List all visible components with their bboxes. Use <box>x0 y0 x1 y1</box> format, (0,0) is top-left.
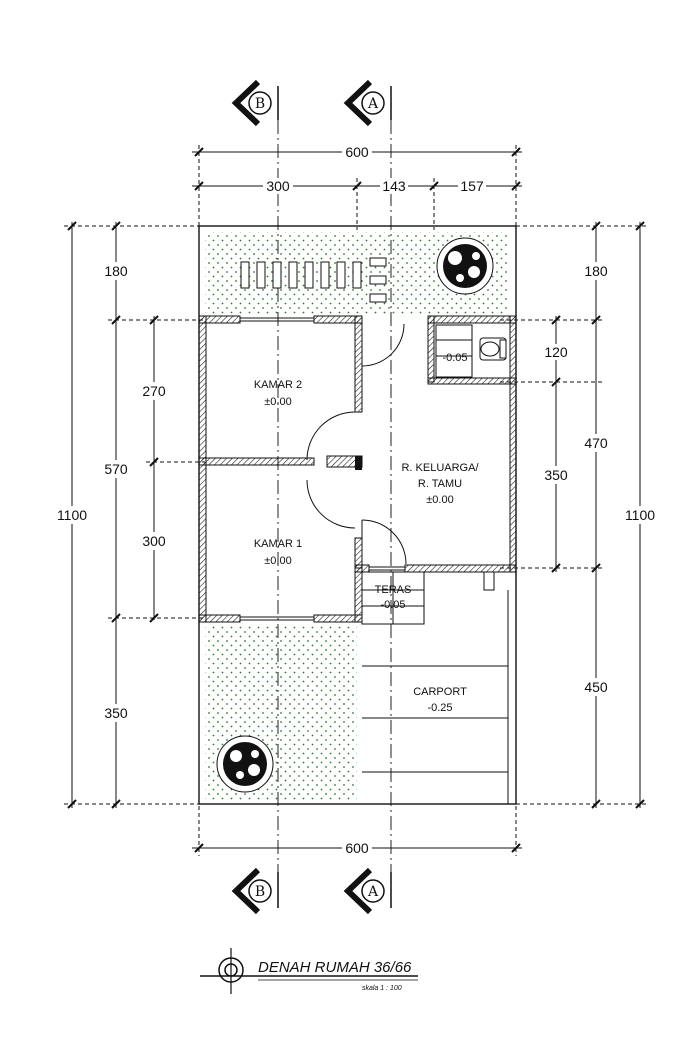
section-marker-b-top: B <box>231 79 279 127</box>
section-a-label: A <box>367 96 379 112</box>
dim-left-back-garden: 350 <box>104 705 128 721</box>
section-marker-a-bottom: A <box>343 867 392 915</box>
section-b-label-bottom: B <box>255 884 265 900</box>
room-carport-level: -0.25 <box>427 702 452 714</box>
dim-right-living-wide: 470 <box>584 435 608 451</box>
dim-right-carport: 450 <box>584 679 608 695</box>
room-living-label-1: R. KELUARGA/ <box>401 462 479 474</box>
dim-left-front-garden: 180 <box>104 263 128 279</box>
room-kamar-2-level: ±0.00 <box>264 396 291 408</box>
title-block <box>200 948 418 994</box>
room-living-label-2: R. TAMU <box>418 478 462 490</box>
section-b-label: B <box>255 96 265 112</box>
drawing-scale: skala 1 : 100 <box>362 985 402 992</box>
walls <box>198 315 517 623</box>
room-teras-level: -0.05 <box>380 599 405 611</box>
room-teras-label: TERAS <box>375 584 412 596</box>
tree-icon <box>436 237 494 295</box>
room-living-level: ±0.00 <box>426 494 453 506</box>
wall-stub <box>326 455 363 468</box>
dim-right-total: 1100 <box>625 507 655 523</box>
section-marker-a-top: A <box>343 79 392 127</box>
pillar <box>483 571 495 591</box>
room-kamar-2-label: KAMAR 2 <box>254 379 302 391</box>
room-kamar-1-level: ±0.00 <box>264 555 291 567</box>
dim-bottom-total: 600 <box>345 840 369 856</box>
toilet-icon <box>479 337 507 361</box>
windows <box>240 317 405 621</box>
dim-left-total: 1100 <box>57 507 87 523</box>
section-a-label-bottom: A <box>367 884 379 900</box>
dim-right-bath: 120 <box>544 344 568 360</box>
dim-right-living: 350 <box>544 467 568 483</box>
dim-top-seg2: 143 <box>382 178 406 194</box>
room-carport-label: CARPORT <box>413 686 467 698</box>
tree-icon <box>216 735 274 793</box>
dim-left-rooms: 570 <box>104 461 128 477</box>
room-bath-level: -0.05 <box>442 352 467 364</box>
teras-steps <box>361 571 425 625</box>
carport-lines <box>362 590 509 804</box>
stepping-stones <box>240 257 387 303</box>
section-marker-b-bottom: B <box>231 867 279 915</box>
dim-left-kamar1: 300 <box>142 533 166 549</box>
dim-left-kamar2: 270 <box>142 383 166 399</box>
drawing-title: DENAH RUMAH 36/66 <box>258 959 412 976</box>
dim-top-seg1: 300 <box>266 178 290 194</box>
top-dimension-lines <box>192 145 522 230</box>
dim-top-seg3: 157 <box>460 178 484 194</box>
dim-right-front: 180 <box>584 263 608 279</box>
room-kamar-1-label: KAMAR 1 <box>254 538 302 550</box>
door-swings <box>306 323 407 565</box>
bath-steps <box>435 324 473 378</box>
dim-top-total: 600 <box>345 144 369 160</box>
